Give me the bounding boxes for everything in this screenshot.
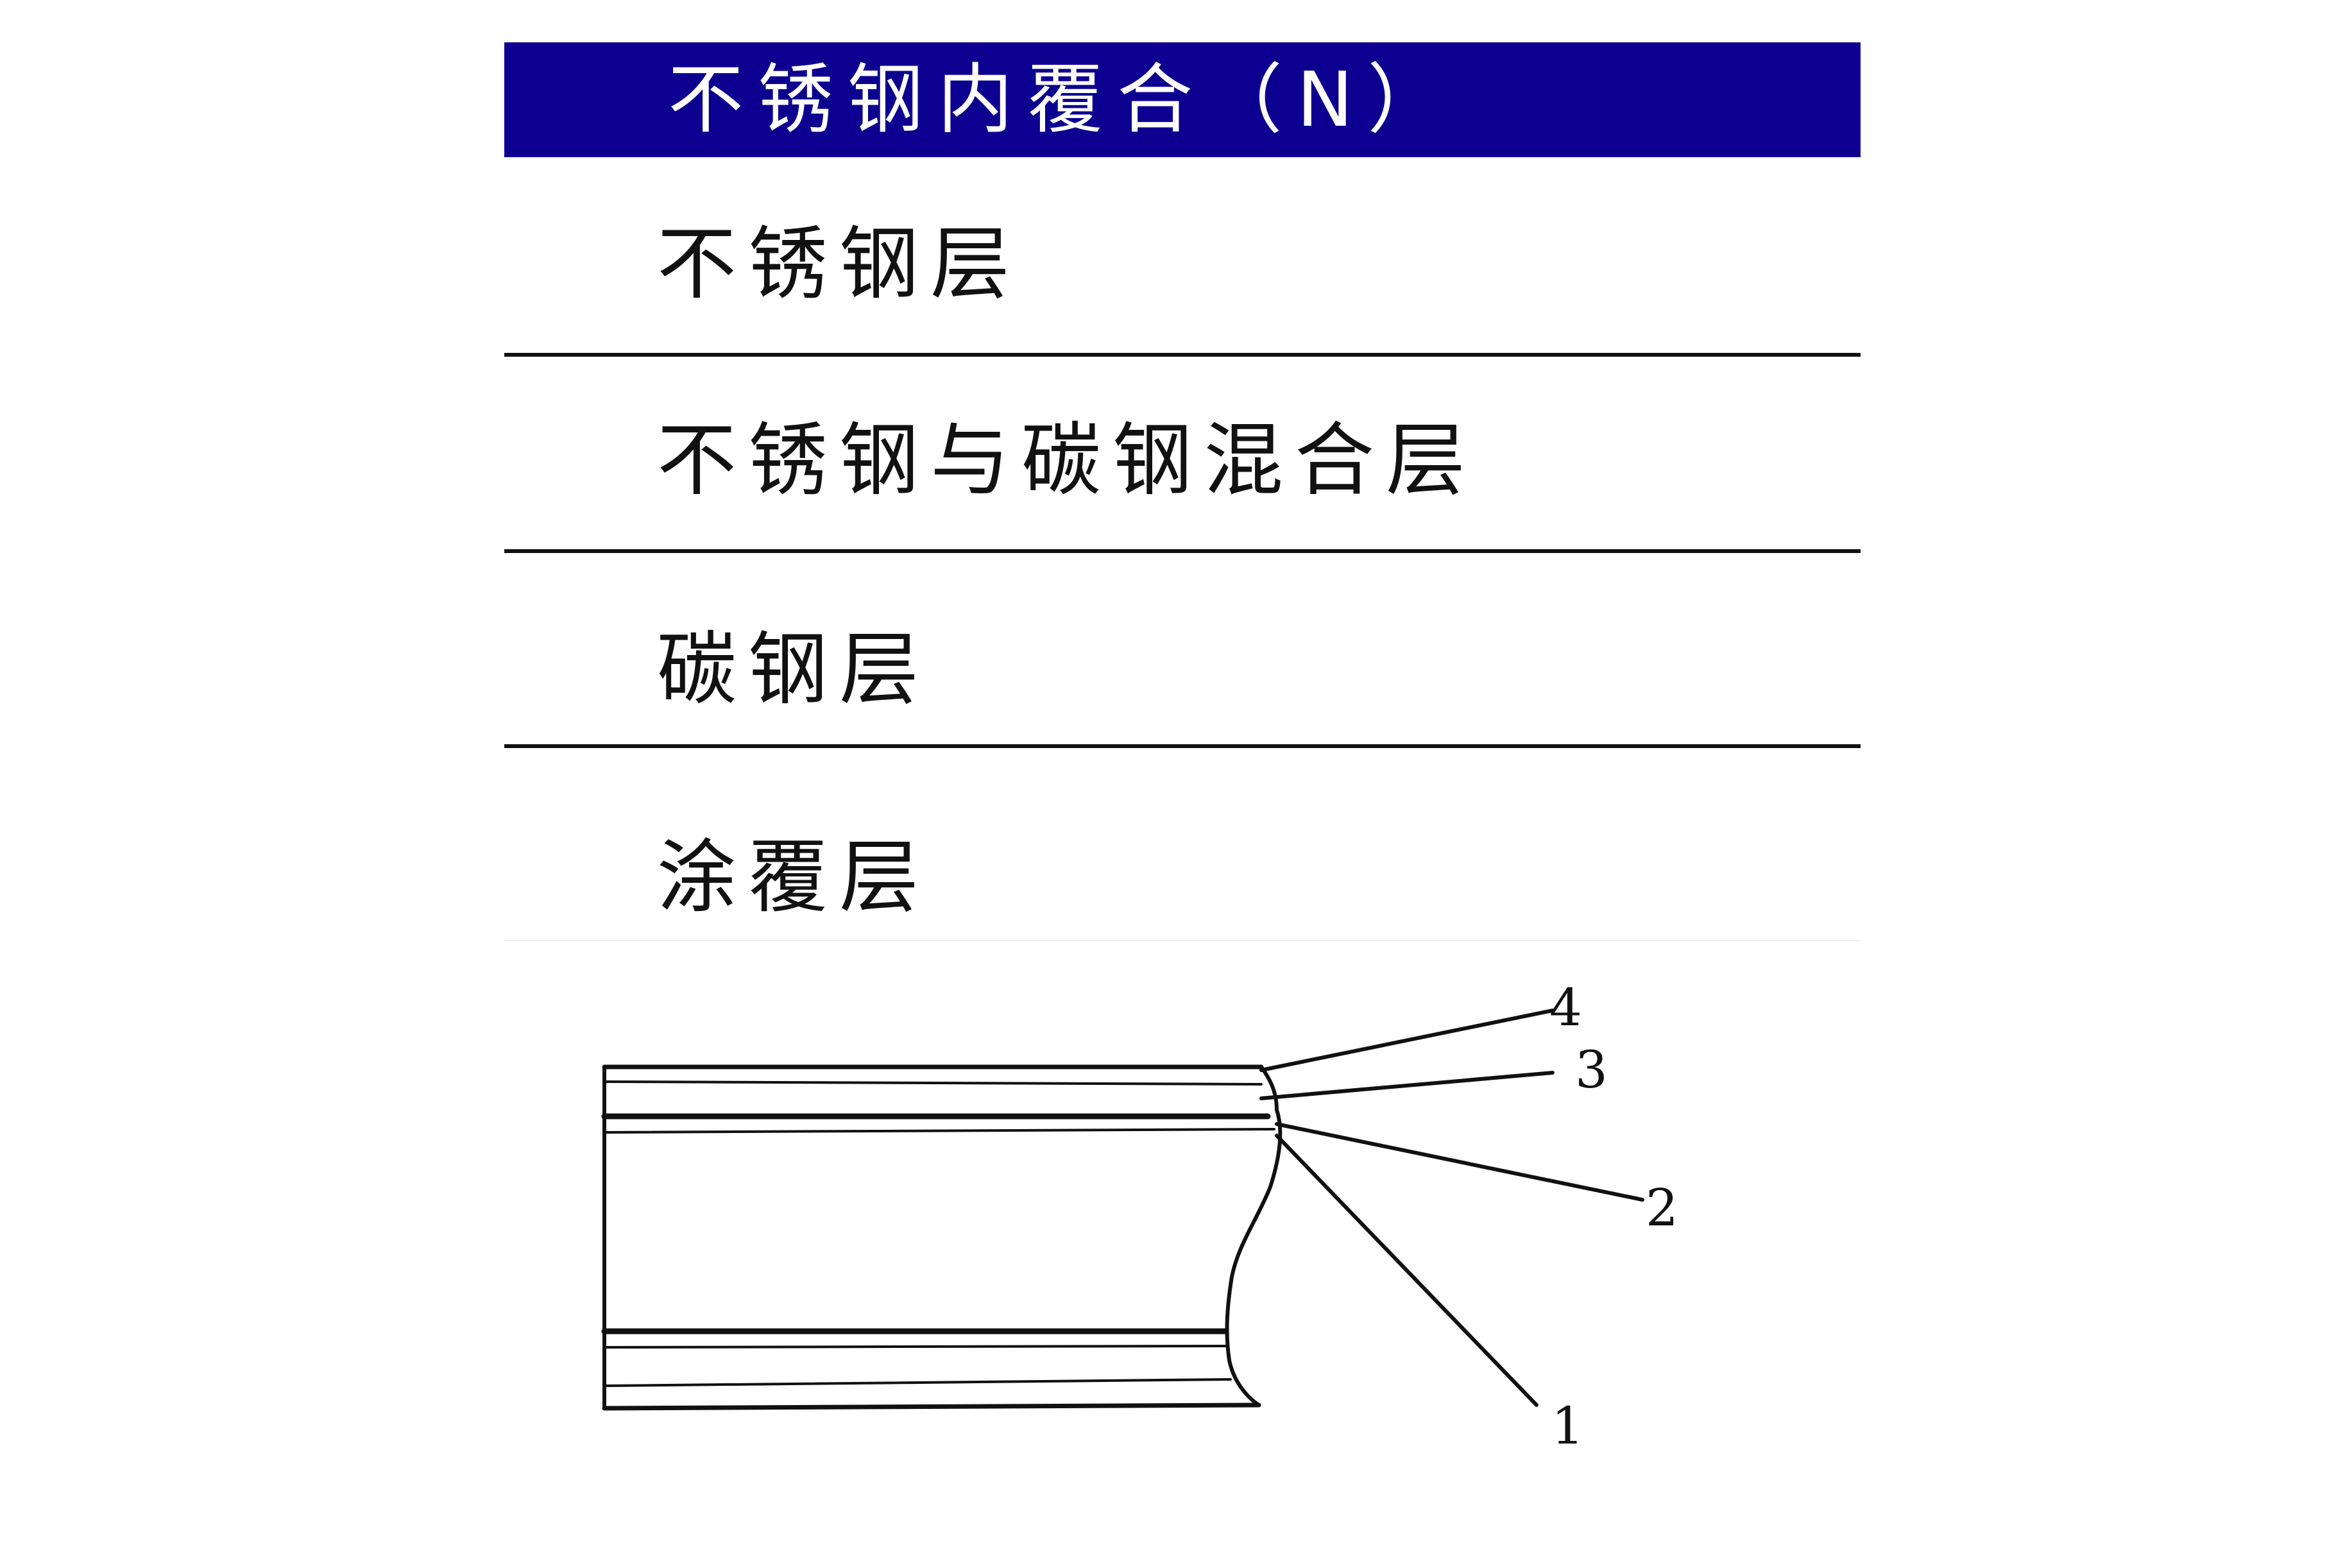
leader-line-2 (1275, 1122, 1644, 1202)
layer-label-stainless: 不锈钢层 (657, 218, 1022, 311)
pipe-top-line-2 (603, 1080, 1263, 1086)
pipe-bottom-line-3 (603, 1378, 1232, 1387)
layer-row-coating: 涂覆层 (504, 748, 1861, 941)
layer-label-coating: 涂覆层 (657, 831, 931, 924)
layer-row-carbon: 碳钢层 (504, 553, 1861, 746)
pipe-top-line-4 (603, 1128, 1275, 1134)
leader-line-3 (1259, 1071, 1555, 1100)
layer-label-carbon: 碳钢层 (657, 624, 931, 716)
callout-label-4: 4 (1549, 978, 1582, 1037)
callout-label-2: 2 (1646, 1178, 1678, 1238)
callout-label-1: 1 (1551, 1396, 1584, 1456)
layer-row-stainless: 不锈钢层 (504, 157, 1861, 355)
layer-divider-faint (504, 940, 1861, 941)
layer-divider (504, 549, 1861, 553)
pipe-bottom-line-2 (603, 1345, 1228, 1349)
layer-divider (504, 744, 1861, 748)
leader-line-1 (1275, 1134, 1538, 1407)
pipe-bottom-outer-line (602, 1402, 1261, 1411)
leader-line-4 (1259, 1009, 1555, 1072)
layer-label-mixed: 不锈钢与碳钢混合层 (657, 414, 1478, 507)
header-bar: 不锈钢内覆合（N） (504, 42, 1861, 157)
layer-divider (504, 353, 1861, 357)
header-title: 不锈钢内覆合（N） (668, 55, 1458, 144)
callout-label-3: 3 (1575, 1040, 1608, 1100)
layer-row-mixed: 不锈钢与碳钢混合层 (504, 357, 1861, 550)
pipe-break-edge (1225, 1065, 1283, 1407)
